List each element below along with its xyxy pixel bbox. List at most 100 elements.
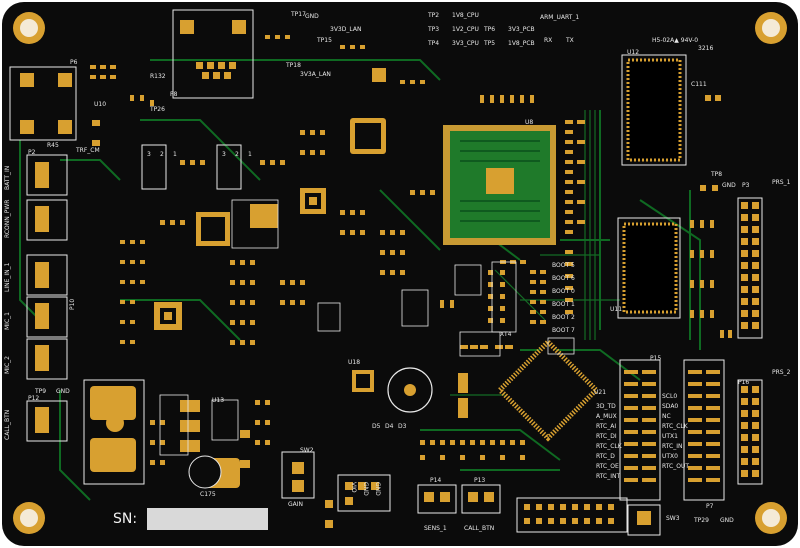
label-tp9: TP9 — [35, 388, 47, 395]
label-p10: P10 — [69, 298, 76, 310]
mcu-qfp — [496, 338, 600, 442]
mounting-hole-icon — [13, 12, 787, 534]
label-line-in1: LINE_IN_1 — [4, 262, 11, 292]
label-sens1: SENS_1 — [424, 525, 447, 532]
p9-pin-vio: VIO — [350, 482, 357, 493]
label-tp18: TP18 — [286, 62, 301, 69]
label-marking-2: 3216 — [698, 45, 714, 52]
rtc-left-3: RTC_DI — [596, 433, 617, 440]
header-pins — [741, 202, 759, 477]
label-p12: P12 — [28, 395, 40, 402]
label-u11: U11 — [610, 306, 623, 313]
label-tp17: TP17 — [291, 11, 306, 18]
label-d5: D5 — [372, 423, 381, 430]
label-p13: P13 — [474, 477, 486, 484]
label-tp29: TP29 — [694, 517, 709, 524]
label-mic1: MIC_1 — [4, 312, 11, 330]
rtc-left-7: RTC_INT — [596, 473, 621, 480]
label-r132: R132 — [150, 73, 166, 80]
label-p7: P7 — [706, 503, 714, 510]
label-tp8: TP8 — [711, 171, 723, 178]
label-gnd-tp17: GND — [305, 13, 319, 20]
label-pin3a: 3 — [147, 151, 151, 158]
smd-components — [90, 35, 732, 528]
label-arm-uart: ARM_UART_1 — [540, 14, 580, 21]
p9-pin-gnd1: GND — [362, 482, 369, 496]
label-prs1: PRS_1 — [772, 179, 791, 186]
rtc-left-6: RTC_OE — [596, 463, 619, 470]
label-tp5: TP5 — [484, 40, 496, 47]
label-p3: P3 — [742, 182, 750, 189]
label-1v8-cpu: 1V8_CPU — [452, 12, 479, 19]
label-p6: P6 — [70, 59, 78, 66]
label-tp6: TP6 — [484, 26, 496, 33]
label-sw3: SW3 — [666, 515, 680, 522]
label-1v8-pcb: 1V8_PCB — [508, 40, 535, 47]
label-boot0: BOOT 0 — [552, 288, 575, 295]
label-c175: C175 — [200, 491, 216, 498]
label-u18: U18 — [348, 359, 361, 366]
label-1v2-cpu: 1V2_CPU — [452, 26, 479, 33]
rtc-right-0: SCL0 — [662, 393, 678, 400]
rtc-left-5: RTC_D — [596, 453, 615, 460]
label-3v3-cpu: 3V3_CPU — [452, 40, 479, 47]
label-gnd-tp29: GND — [720, 517, 734, 524]
label-mic2: MIC_2 — [4, 356, 11, 374]
label-call-btn: CALL_BTN — [4, 409, 11, 440]
label-d3: D3 — [398, 423, 407, 430]
label-p8: P8 — [170, 91, 178, 98]
label-d4: D4 — [385, 423, 394, 430]
cpu-bga — [443, 125, 556, 245]
label-gain: GAIN — [288, 501, 304, 508]
label-r45: R45 — [47, 142, 59, 149]
label-pin3b: 3 — [222, 151, 226, 158]
label-boot6: BOOT 6 — [552, 275, 575, 282]
connector-outlines — [9, 9, 763, 536]
label-marking-1: H5-02A▲ 94V-0 — [652, 37, 699, 44]
label-batt-in: BATT_IN — [4, 165, 11, 190]
label-tx: TX — [566, 37, 574, 44]
label-prs2: PRS_2 — [772, 369, 791, 376]
label-gnd-tp8: GND — [722, 182, 736, 189]
label-rx: RX — [544, 37, 553, 44]
serial-number-label: SN: — [113, 511, 138, 527]
label-xt4: XT4 — [500, 331, 512, 338]
label-pin1b: 1 — [248, 151, 252, 158]
rtc-right-5: RTC_IN — [662, 443, 683, 450]
label-boot5: BOOT 5 — [552, 262, 575, 269]
rtc-right-1: SDA0 — [662, 403, 679, 410]
rtc-left-2: RTC_AI — [596, 423, 617, 430]
label-u21: U21 — [594, 389, 607, 396]
copper-traces — [19, 59, 701, 501]
p9-pin-gnd2: GND — [374, 482, 381, 496]
label-u8: U8 — [525, 119, 534, 126]
label-u12: U12 — [627, 49, 640, 56]
rtc-left-0: 3D_TD — [596, 403, 616, 410]
label-tp3: TP3 — [428, 26, 440, 33]
memory-chips — [622, 58, 682, 314]
rtc-right-7: RTC_OUT — [662, 463, 690, 470]
rtc-left-4: RTC_CLK — [596, 443, 622, 450]
label-tp4: TP4 — [428, 40, 440, 47]
label-p14: P14 — [430, 477, 442, 484]
label-u13: U13 — [212, 397, 225, 404]
label-u10: U10 — [94, 101, 107, 108]
label-tp15: TP15 — [317, 37, 332, 44]
rtc-right-2: NC — [662, 413, 671, 420]
label-tp2: TP2 — [428, 12, 440, 19]
label-p15: P15 — [650, 355, 662, 362]
rtc-right-3: RTC_CLK — [662, 423, 688, 430]
serial-number-field — [147, 508, 268, 530]
label-3v3-pcb: 3V3_PCB — [508, 26, 535, 33]
label-sw2: SW2 — [300, 447, 314, 454]
label-pin2a: 2 — [160, 151, 164, 158]
label-p16: P16 — [738, 379, 750, 386]
rtc-left-1: A_MUX — [596, 413, 617, 420]
label-trf-cm: TRF_CM — [76, 147, 100, 154]
label-gnd-tp9: GND — [56, 388, 70, 395]
label-pin2b: 2 — [235, 151, 239, 158]
label-boot7: BOOT 7 — [552, 327, 575, 334]
label-3v3d-lan: 3V3D_LAN — [330, 26, 362, 33]
